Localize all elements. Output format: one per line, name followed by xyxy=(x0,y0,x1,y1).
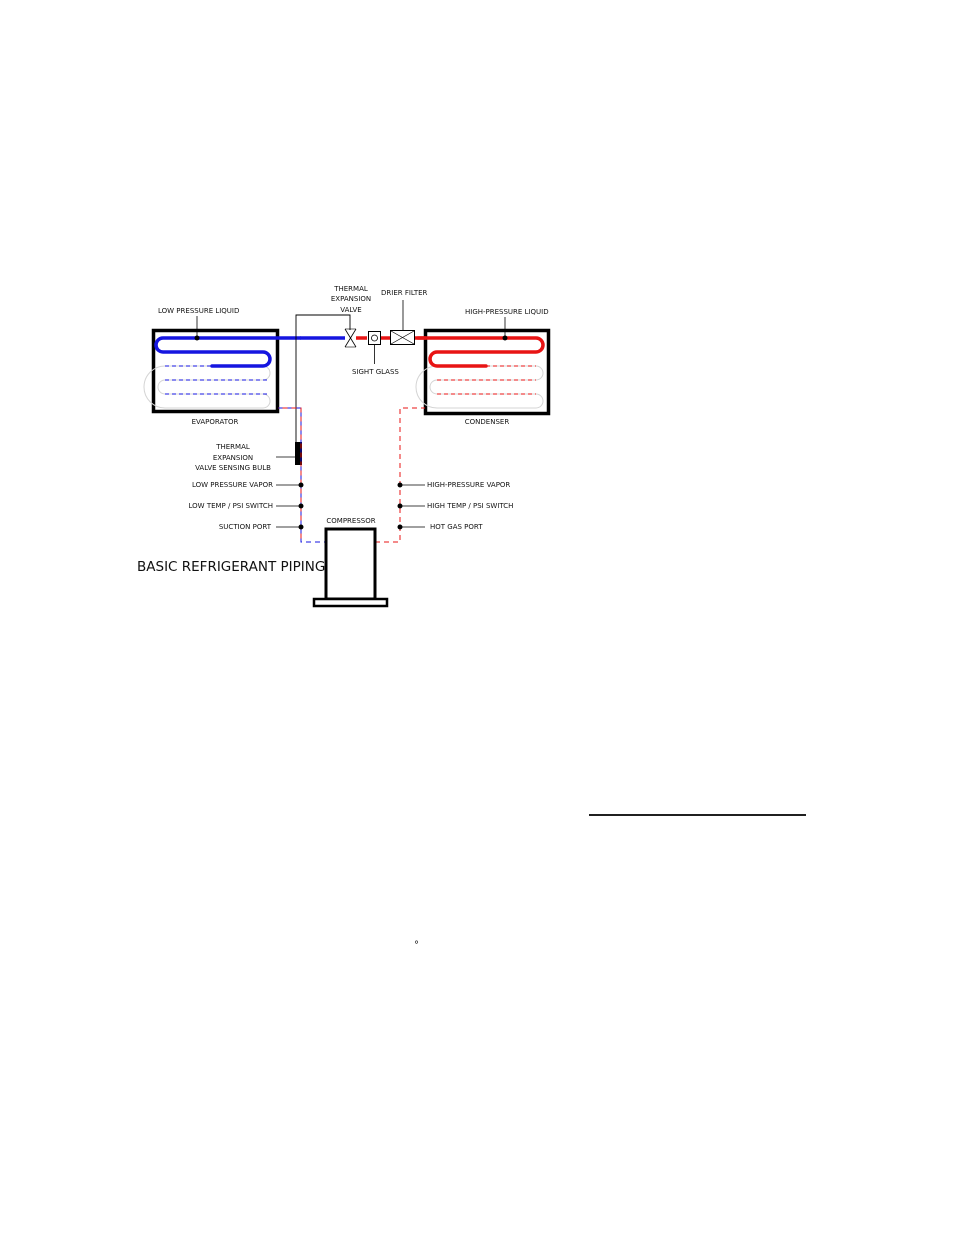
label-high-pressure-liquid: HIGH-PRESSURE LIQUID xyxy=(465,308,549,316)
evaporator-housing xyxy=(151,328,280,414)
label-suction-port: SUCTION PORT xyxy=(219,523,272,531)
evaporator-dashed-passes xyxy=(165,365,268,395)
condenser-coil-outline xyxy=(415,365,544,409)
evaporator-coil-outline xyxy=(143,365,271,409)
label-high-pressure-vapor: HIGH-PRESSURE VAPOR xyxy=(427,481,510,489)
condenser-dashed-passes xyxy=(437,365,536,395)
label-high-temp-switch: HIGH TEMP / PSI SWITCH xyxy=(427,502,513,510)
sensing-bulb-capillary xyxy=(276,314,351,465)
label-condenser: CONDENSER xyxy=(465,418,510,426)
label-drier-filter: DRIER FILTER xyxy=(381,289,428,297)
label-low-temp-switch: LOW TEMP / PSI SWITCH xyxy=(189,502,273,510)
suction-line xyxy=(276,407,325,543)
diagram-title: BASIC REFRIGERANT PIPING xyxy=(137,559,325,575)
stray-degree-mark: ° xyxy=(414,940,419,951)
label-bulb-line3: VALVE SENSING BULB xyxy=(195,464,271,472)
discharge-line xyxy=(375,407,425,543)
label-bulb-line1: THERMAL xyxy=(215,443,250,451)
label-txv-line3: VALVE xyxy=(340,306,361,314)
label-hot-gas-port: HOT GAS PORT xyxy=(430,523,483,531)
evaporator xyxy=(143,328,302,414)
condenser xyxy=(415,328,551,416)
compressor-body xyxy=(324,527,377,601)
label-compressor: COMPRESSOR xyxy=(326,517,375,525)
sensing-bulb xyxy=(295,442,302,465)
evaporator-coil xyxy=(154,336,302,368)
compressor xyxy=(312,527,389,608)
sight-glass xyxy=(368,331,381,364)
label-low-pressure-liquid: LOW PRESSURE LIQUID xyxy=(158,307,239,315)
label-low-pressure-vapor: LOW PRESSURE VAPOR xyxy=(192,481,273,489)
label-txv-line1: THERMAL xyxy=(333,285,368,293)
label-bulb-line2: EXPANSION xyxy=(213,454,253,462)
thermal-expansion-valve xyxy=(344,328,357,348)
condenser-coil xyxy=(416,336,545,368)
condenser-housing xyxy=(423,328,551,416)
label-evaporator: EVAPORATOR xyxy=(192,418,239,426)
drier-filter xyxy=(390,300,415,345)
label-txv-line2: EXPANSION xyxy=(331,295,371,303)
label-sight-glass: SIGHT GLASS xyxy=(352,368,399,376)
compressor-base xyxy=(312,597,389,608)
